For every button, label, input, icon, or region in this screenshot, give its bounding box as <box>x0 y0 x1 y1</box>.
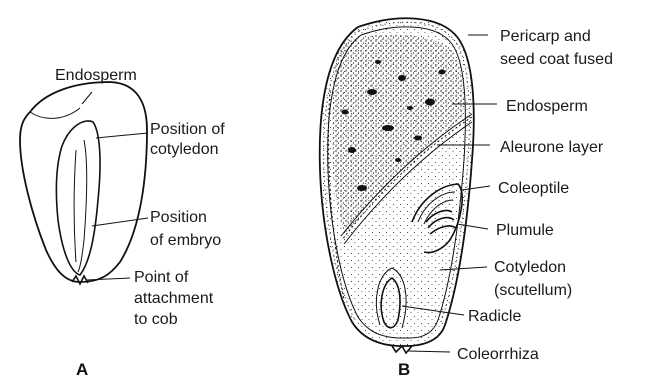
panel-letter-b: B <box>398 360 410 377</box>
label-position-cotyledon-line1: Position of <box>150 121 225 138</box>
label-cotyledon-line1: Cotyledon <box>494 259 566 276</box>
label-position-embryo-line1: Position <box>150 209 207 226</box>
coleorrhiza <box>392 346 412 353</box>
kernel-outline <box>20 82 147 282</box>
kernel-section-figure <box>320 18 497 353</box>
label-radicle: Radicle <box>468 308 521 325</box>
label-pericarp-line2: seed coat fused <box>500 51 613 68</box>
panel-letter-a: A <box>76 360 88 377</box>
label-coleorrhiza: Coleorrhiza <box>457 346 539 363</box>
kernel-exterior-figure <box>20 82 148 284</box>
label-position-cotyledon-line2: cotyledon <box>150 141 219 158</box>
label-plumule: Plumule <box>496 222 554 239</box>
label-attachment-line3: to cob <box>134 311 178 328</box>
label-endosperm-b: Endosperm <box>506 98 588 115</box>
label-pericarp-line1: Pericarp and <box>500 28 591 45</box>
label-coleoptile: Coleoptile <box>498 180 569 197</box>
label-position-embryo-line2: of embryo <box>150 232 221 249</box>
label-attachment-line1: Point of <box>134 269 189 286</box>
label-attachment-line2: attachment <box>134 290 214 307</box>
label-aleurone-layer: Aleurone layer <box>500 139 604 156</box>
embryo-outline <box>56 121 100 275</box>
attachment-point <box>72 276 88 284</box>
label-cotyledon-line2: (scutellum) <box>494 282 572 299</box>
label-endosperm-a: Endosperm <box>55 67 137 84</box>
